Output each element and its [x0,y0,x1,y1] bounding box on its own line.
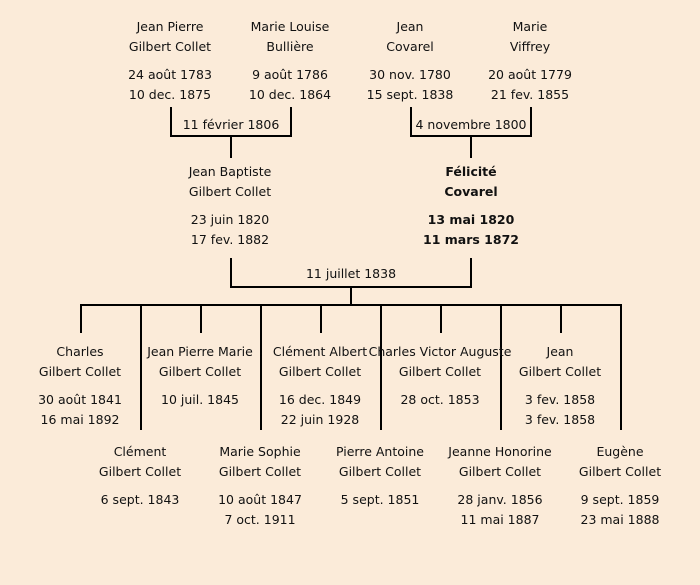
last-name: Gilbert Collet [98,464,182,479]
grandparents-right-bracket [410,107,532,158]
birth-date: 10 août 1847 [218,492,302,507]
first-name: Jean Pierre [136,19,204,34]
last-name: Gilbert Collet [128,39,212,54]
first-name: Pierre Antoine [336,444,424,459]
last-name: Gilbert Collet [458,464,542,479]
marriage-date: 4 novembre 1800 [415,117,527,132]
first-name: Jean [546,344,574,359]
last-name: Gilbert Collet [518,364,602,379]
first-name: Jean Pierre Marie [147,344,253,359]
marriage-date: 11 février 1806 [182,117,280,132]
birth-date: 10 juil. 1845 [161,392,239,407]
last-name: Gilbert Collet [278,364,362,379]
birth-date: 9 août 1786 [252,67,328,82]
last-name: Gilbert Collet [38,364,122,379]
first-name: Charles Victor Auguste [368,344,512,359]
first-name: Jean Baptiste [188,164,272,179]
last-name: Viffrey [509,39,551,54]
first-name: Eugène [596,444,644,459]
birth-date: 28 oct. 1853 [400,392,480,407]
first-name: Félicité [445,164,497,179]
death-date: 16 mai 1892 [40,412,120,427]
birth-date: 28 janv. 1856 [457,492,543,507]
birth-date: 20 août 1779 [488,67,572,82]
birth-date: 13 mai 1820 [427,212,515,227]
grandparents-left-bracket [170,107,292,158]
marriage-date: 11 juillet 1838 [305,266,397,281]
last-name: Gilbert Collet [158,364,242,379]
birth-date: 23 juin 1820 [190,212,270,227]
death-date: 10 dec. 1875 [128,87,212,102]
death-date: 10 dec. 1864 [248,87,332,102]
first-name: Charles [56,344,104,359]
first-name: Marie [512,19,548,34]
birth-date: 24 août 1783 [128,67,212,82]
death-date: 22 juin 1928 [280,412,360,427]
death-date: 23 mai 1888 [580,512,660,527]
last-name: Gilbert Collet [338,464,422,479]
birth-date: 30 août 1841 [38,392,122,407]
death-date: 7 oct. 1911 [224,512,296,527]
first-name: Jeanne Honorine [448,444,552,459]
birth-date: 16 dec. 1849 [278,392,362,407]
death-date: 11 mai 1887 [460,512,540,527]
first-name: Marie Louise [250,19,330,34]
death-date: 11 mars 1872 [423,232,519,247]
birth-date: 5 sept. 1851 [340,492,420,507]
last-name: Gilbert Collet [398,364,482,379]
death-date: 3 fev. 1858 [524,412,596,427]
first-name: Marie Sophie [219,444,301,459]
last-name: Gilbert Collet [218,464,302,479]
birth-date: 9 sept. 1859 [580,492,660,507]
birth-date: 6 sept. 1843 [100,492,180,507]
birth-date: 30 nov. 1780 [369,67,451,82]
first-name: Jean [396,19,424,34]
last-name: Covarel [386,39,434,54]
death-date: 15 sept. 1838 [366,87,454,102]
last-name: Gilbert Collet [578,464,662,479]
last-name: Gilbert Collet [188,184,272,199]
first-name: Clément [113,444,167,459]
death-date: 21 fev. 1855 [490,87,570,102]
death-date: 17 fev. 1882 [190,232,270,247]
first-name: Clément Albert [272,344,368,359]
last-name: Bullière [266,39,314,54]
birth-date: 3 fev. 1858 [524,392,596,407]
parents-bracket [230,258,472,305]
last-name: Covarel [444,184,498,199]
